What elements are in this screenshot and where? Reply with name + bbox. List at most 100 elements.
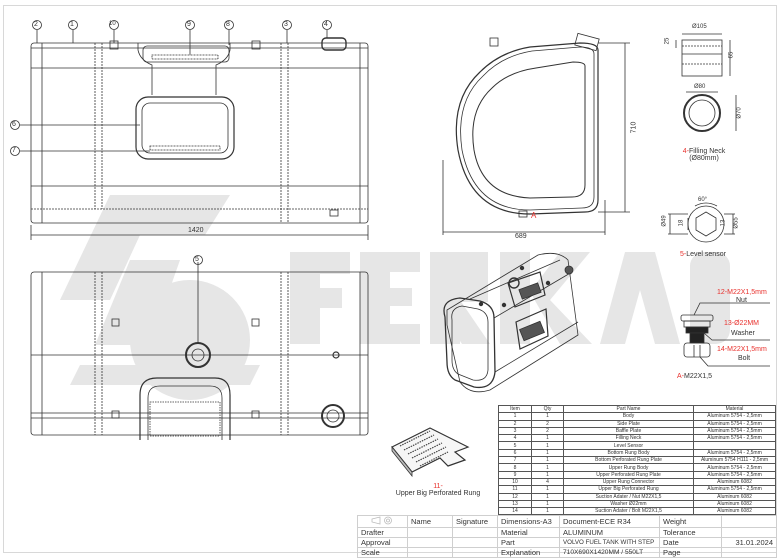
value-date: 31.01.2024 — [721, 537, 777, 548]
cell-material: Aluminum 6082 — [693, 477, 776, 487]
callout-6: 6 — [12, 121, 16, 128]
callout-9: 9 — [187, 21, 191, 28]
signature-cell — [452, 527, 498, 538]
cell-part-name: Upper Big Perforated Rung — [563, 485, 694, 494]
title-block-header: Name Signature Dimensions-A3 Document-EC… — [357, 515, 777, 528]
callout-8: 8 — [226, 21, 230, 28]
callout-7: 7 — [12, 147, 16, 154]
cell-item: 13 — [498, 499, 532, 509]
cell-part-name: Baffle Plate — [563, 426, 694, 436]
level-sensor-caption-name: Level sensor — [686, 251, 726, 258]
cell-qty: 1 — [531, 448, 564, 458]
cell-qty: 1 — [531, 499, 564, 509]
title-block-row: Scale Explanation 710X690X1420MM / 550LT… — [357, 547, 777, 558]
cell-item: 4 — [498, 434, 532, 443]
detail-marker-a: A — [531, 211, 537, 220]
cell-material: Aluminum 5754 - 2,5mm — [693, 470, 776, 479]
cell-part-name: Side Plate — [563, 419, 694, 428]
header-signature: Signature — [452, 515, 498, 528]
cell-part-name: Upper Rung Body — [563, 463, 694, 472]
top-view — [10, 20, 369, 240]
watermark-logo — [60, 195, 260, 400]
cell-material: Aluminum 5754 - 2,5mm — [693, 434, 776, 443]
header-dimensions: Dimensions-A3 — [497, 515, 560, 528]
cell-qty: 1 — [531, 441, 564, 450]
cell-qty: 4 — [531, 477, 564, 487]
dimension-height-710: 710 — [630, 121, 638, 134]
key-date: Date — [659, 537, 722, 548]
role-scale: Scale — [357, 547, 408, 558]
value-page — [721, 547, 777, 558]
cell-item: 11 — [498, 485, 532, 494]
suction-adapter-caption: A-M22X1,5 — [677, 373, 712, 380]
nut-code: 12-M22X1,5mm — [717, 289, 767, 296]
rung-caption-name: Upper Big Perforated Rung — [395, 490, 481, 497]
level-sensor-caption: 5-Level sensor — [680, 251, 726, 258]
dim-top-25: 25 — [664, 37, 671, 45]
header-document: Document-ECE R34 — [559, 515, 660, 528]
cell-qty: 1 — [531, 470, 564, 479]
bolt-label: Bolt — [738, 355, 751, 362]
cell-material: Aluminum 5754 - 2,5mm — [693, 419, 776, 428]
cell-material: Aluminum 5754 H111 - 2,5mm — [693, 456, 776, 465]
cell-part-name: Suction Adater / Nut M22X1,5 — [563, 492, 694, 501]
cell-qty: 2 — [531, 426, 564, 436]
dim-49: Ø49 — [661, 215, 668, 227]
cell-item: 5 — [498, 441, 532, 450]
title-block-row: Drafter Material ALUMINUM Tolerance — [357, 527, 777, 538]
rung-caption: 11- Upper Big Perforated Rung — [390, 483, 486, 497]
cell-material: Aluminum 6082 — [693, 499, 776, 509]
dim-height-65: 65 — [728, 51, 735, 59]
dim-55: Ø55 — [733, 217, 740, 229]
callout-4: 4 — [324, 21, 328, 28]
cell-part-name: Bottom Rung Body — [563, 448, 694, 458]
isometric-view — [443, 252, 579, 393]
cell-material: Aluminum 5754 - 2,5mm — [693, 448, 776, 458]
watermark-text — [290, 252, 730, 344]
cell-qty: 2 — [531, 419, 564, 428]
name-cell — [407, 527, 453, 538]
nut-label: Nut — [736, 297, 747, 304]
header-part-name: Part Name — [563, 404, 694, 414]
bottom-view — [30, 255, 369, 440]
cell-qty: 1 — [531, 507, 564, 516]
cell-item: 2 — [498, 419, 532, 428]
cell-qty: 1 — [531, 492, 564, 501]
title-block-row: Approval Part VOLVO FUEL TANK WITH STEP … — [357, 537, 777, 548]
value-explanation: 710X690X1420MM / 550LT — [559, 547, 660, 558]
callout-5: 5 — [195, 256, 199, 263]
suction-adapter-caption-num: A- — [677, 373, 684, 380]
cell-part-name: Filling Neck — [563, 434, 694, 443]
key-tolerance: Tolerance — [659, 527, 722, 538]
cell-part-name: Level Sensor — [563, 441, 694, 450]
level-sensor-caption-num: 5- — [680, 251, 687, 258]
cell-qty: 1 — [531, 456, 564, 465]
washer-label: Washer — [731, 330, 755, 337]
dim-13: 13 — [720, 219, 727, 227]
signature-cell — [452, 547, 498, 558]
dimension-width-1420: 1420 — [188, 227, 204, 234]
parts-table-header: Item Qty Part Name Material — [498, 404, 776, 414]
field-material: Material — [497, 527, 560, 538]
role-approval: Approval — [357, 537, 408, 548]
value-part: VOLVO FUEL TANK WITH STEP — [559, 537, 660, 548]
header-weight: Weight — [659, 515, 722, 528]
cell-item: 12 — [498, 492, 532, 501]
weight-value — [721, 515, 777, 528]
cell-item: 14 — [498, 507, 532, 516]
header-name: Name — [407, 515, 453, 528]
dim-18: 18 — [678, 219, 685, 227]
perforated-rung-detail — [391, 427, 470, 478]
